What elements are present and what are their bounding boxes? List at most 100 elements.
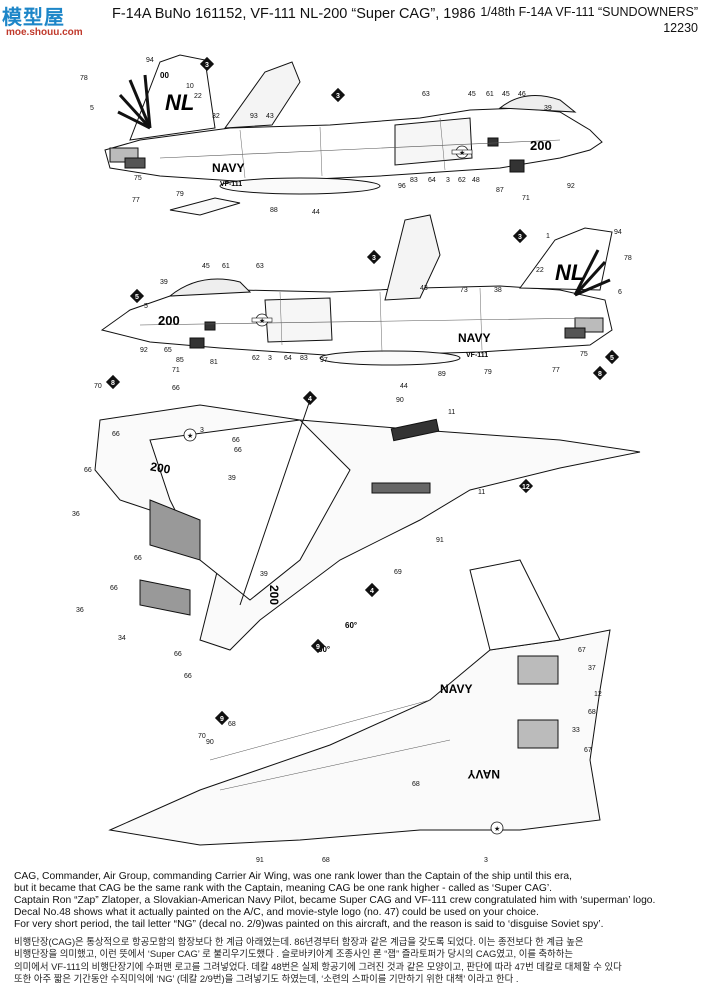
notes-english: CAG, Commander, Air Group, commanding Ca… bbox=[14, 871, 698, 931]
side-view2-roundel: ★ bbox=[251, 313, 273, 327]
callout-label: 66 bbox=[172, 385, 180, 392]
notes-korean: 비행단장(CAG)은 통상적으로 항공모함의 함장보다 한 계급 아래였는데. … bbox=[14, 936, 704, 986]
callout-label: 69 bbox=[394, 569, 402, 576]
side-view-left-profile bbox=[104, 54, 603, 216]
side-view-squadron: VF-111 bbox=[220, 181, 242, 188]
callout-label: 3 bbox=[484, 857, 488, 864]
callout-label: 45 bbox=[202, 263, 210, 270]
callout-label: 79 bbox=[176, 191, 184, 198]
callout-label: 71 bbox=[172, 367, 180, 374]
top-view-modex: 200 bbox=[149, 459, 171, 476]
callout-label: 66 bbox=[112, 431, 120, 438]
callout-label: 96 bbox=[398, 183, 406, 190]
callout-label: 36 bbox=[72, 511, 80, 518]
callouts-top-view: 70 66 66 66 3 66 90 11 11 66 39 36 91 66… bbox=[72, 383, 485, 740]
step-number: 12 bbox=[522, 484, 530, 491]
callout-label: 36 bbox=[76, 607, 84, 614]
callout-label: 45 bbox=[468, 91, 476, 98]
callout-label: 39 bbox=[260, 571, 268, 578]
callout-label: 83 bbox=[300, 355, 308, 362]
kit-number: 12230 bbox=[663, 21, 698, 35]
side-view2-modex: 200 bbox=[158, 313, 180, 328]
callout-label: 38 bbox=[494, 287, 502, 294]
callout-label: 79 bbox=[484, 369, 492, 376]
watermark-logo: 模型屋 bbox=[2, 7, 65, 29]
side-view-modex: 200 bbox=[530, 138, 552, 153]
note-line: CAG, Commander, Air Group, commanding Ca… bbox=[14, 871, 573, 882]
bottom-view-roundel: ★ bbox=[490, 821, 504, 835]
callout-label: 48 bbox=[472, 177, 480, 184]
step-number: 3 bbox=[372, 255, 376, 262]
callout-label: 34 bbox=[118, 635, 126, 642]
callout-label: 66 bbox=[174, 651, 182, 658]
callout-label: 97 bbox=[320, 357, 328, 364]
tail-sunburst-marking bbox=[117, 74, 152, 130]
callout-label: 67 bbox=[578, 647, 586, 654]
callout-label: 73 bbox=[460, 287, 468, 294]
callout-label: 44 bbox=[312, 209, 320, 216]
callout-label: 89 bbox=[438, 371, 446, 378]
callout-label: 68 bbox=[228, 721, 236, 728]
callout-label: 94 bbox=[146, 57, 154, 64]
watermark: 模型屋 moe.shouu.com bbox=[2, 1, 114, 41]
bottom-view-navy-2: NAVY bbox=[468, 767, 500, 781]
side-view2-squadron: VF-111 bbox=[466, 352, 488, 359]
callout-label: 5 bbox=[90, 105, 94, 112]
callout-label: 22 bbox=[536, 267, 544, 274]
callout-label: 45 bbox=[502, 91, 510, 98]
step-number: 3 bbox=[336, 93, 340, 100]
callout-label: 39 bbox=[544, 105, 552, 112]
callout-label: 39 bbox=[160, 279, 168, 286]
side-view-navy: NAVY bbox=[212, 161, 244, 175]
callout-label: 70 bbox=[198, 733, 206, 740]
callout-label: 88 bbox=[270, 207, 278, 214]
callout-label: 44 bbox=[400, 383, 408, 390]
note-line: Captain Ron “Zap” Zlatoper, a Slovakian-… bbox=[14, 894, 656, 906]
callout-label: 77 bbox=[552, 367, 560, 374]
svg-text:★: ★ bbox=[259, 317, 265, 325]
callout-label: 94 bbox=[614, 229, 622, 236]
callout-label: 12 bbox=[594, 691, 602, 698]
step-markers: 3 3 3 3 4 4 5 5 8 8 9 9 12 bbox=[105, 56, 620, 726]
callout-label: 66 bbox=[234, 447, 242, 454]
tail-sunburst-marking-right bbox=[573, 249, 611, 297]
step-number: 3 bbox=[205, 62, 209, 69]
callout-label: 92 bbox=[567, 183, 575, 190]
callout-label: 90 bbox=[396, 397, 404, 404]
side-view-tail-code: NL bbox=[165, 90, 194, 115]
side-view2-navy: NAVY bbox=[458, 331, 490, 345]
decal-angle-1: 60° bbox=[318, 645, 330, 654]
side-view2-tail-code: NL bbox=[555, 260, 584, 285]
step-number: 9 bbox=[316, 644, 320, 651]
step-number: 5 bbox=[610, 355, 614, 362]
callout-label: 66 bbox=[232, 437, 240, 444]
top-view-roundel: ★ bbox=[183, 428, 197, 442]
step-number: 5 bbox=[135, 294, 139, 301]
callout-label: 11 bbox=[448, 409, 455, 416]
callout-label: 68 bbox=[322, 857, 330, 864]
callout-label: 22 bbox=[194, 93, 202, 100]
callout-label: 63 bbox=[422, 91, 430, 98]
callout-label: 62 bbox=[252, 355, 260, 362]
callout-label: 5 bbox=[144, 303, 148, 310]
step-number: 8 bbox=[111, 380, 115, 387]
callout-label: 83 bbox=[410, 177, 418, 184]
callout-label: 61 bbox=[222, 263, 230, 270]
callout-label: 1 bbox=[546, 233, 550, 240]
callouts-side-upper: 94 78 10 22 5 32 93 43 63 45 61 45 46 39… bbox=[80, 57, 575, 216]
callout-label: 68 bbox=[588, 709, 596, 716]
callout-label: 62 bbox=[458, 177, 466, 184]
callout-label: 66 bbox=[110, 585, 118, 592]
callout-label: 3 bbox=[446, 177, 450, 184]
step-number: 4 bbox=[370, 588, 374, 595]
callout-label: 64 bbox=[428, 177, 436, 184]
note-line-ko: 비행단장을 의미했고, 이런 뜻에서 ‘Super CAG’ 로 불리우기도했다… bbox=[14, 948, 574, 960]
top-view-modex-2: 200 bbox=[267, 585, 281, 605]
side-view-right-profile bbox=[100, 214, 613, 366]
decal-angle-2: 60° bbox=[345, 621, 357, 630]
bottom-view-navy: NAVY bbox=[440, 682, 472, 696]
callout-label: 11 bbox=[478, 489, 485, 496]
note-line: but it became that CAG be the same rank … bbox=[14, 882, 553, 894]
watermark-url: moe.shouu.com bbox=[6, 27, 83, 38]
callout-label: 78 bbox=[624, 255, 632, 262]
